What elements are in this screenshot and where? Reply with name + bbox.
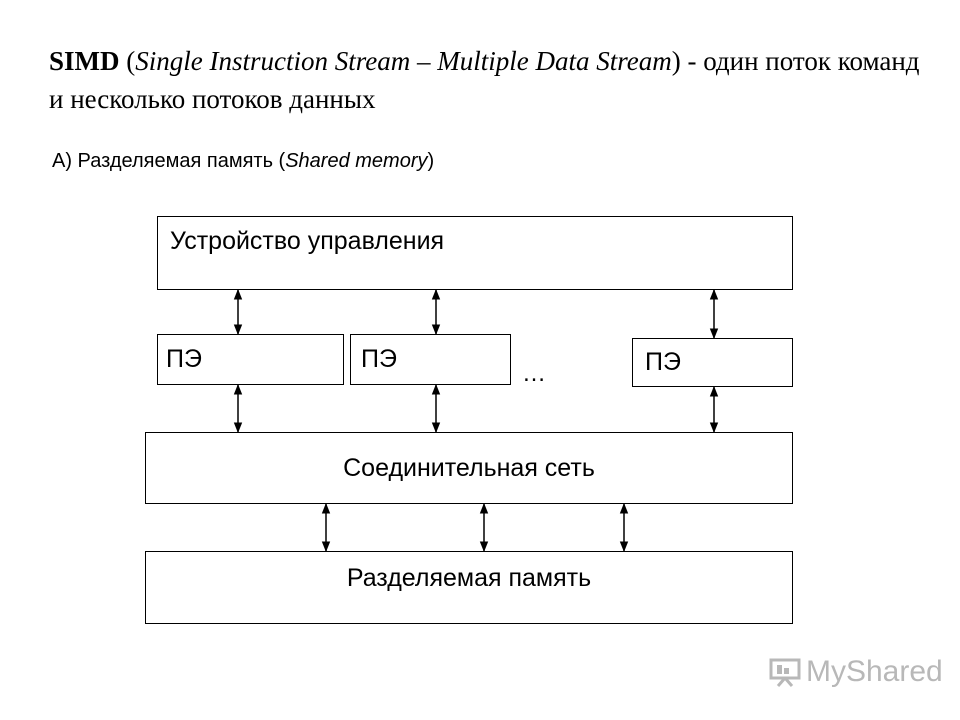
title-simd: SIMD — [49, 46, 120, 76]
pe-box-3: ПЭ — [632, 338, 793, 387]
watermark-logo: MyShared — [768, 655, 943, 689]
title-expansion: Single Instruction Stream – Multiple Dat… — [135, 46, 672, 76]
pe-box-2: ПЭ — [350, 334, 511, 385]
control-unit-box: Устройство управления — [157, 216, 793, 290]
network-box: Соединительная сеть — [145, 432, 793, 504]
memory-box: Разделяемая память — [145, 551, 793, 624]
pe-label-3: ПЭ — [645, 348, 681, 376]
pe-box-1: ПЭ — [157, 334, 344, 385]
subtitle-suffix: ) — [427, 150, 435, 172]
presentation-board-icon — [769, 658, 801, 687]
logo-text: MyShared — [806, 655, 943, 688]
memory-label: Разделяемая память — [346, 564, 592, 592]
network-label: Соединительная сеть — [343, 453, 595, 482]
page-title: SIMD (Single Instruction Stream – Multip… — [49, 42, 929, 118]
subtitle-prefix: А) Разделяемая память ( — [52, 150, 286, 172]
pe-label-1: ПЭ — [166, 345, 202, 373]
control-unit-label: Устройство управления — [170, 227, 445, 255]
section-subtitle: А) Разделяемая память (Shared memory) — [52, 147, 434, 175]
pe-label-2: ПЭ — [361, 345, 397, 373]
subtitle-english: Shared memory — [285, 150, 428, 172]
title-description: ) - один поток команд и несколько потоко… — [49, 46, 920, 114]
title-open-paren: ( — [119, 46, 136, 76]
ellipsis: … — [522, 360, 546, 387]
